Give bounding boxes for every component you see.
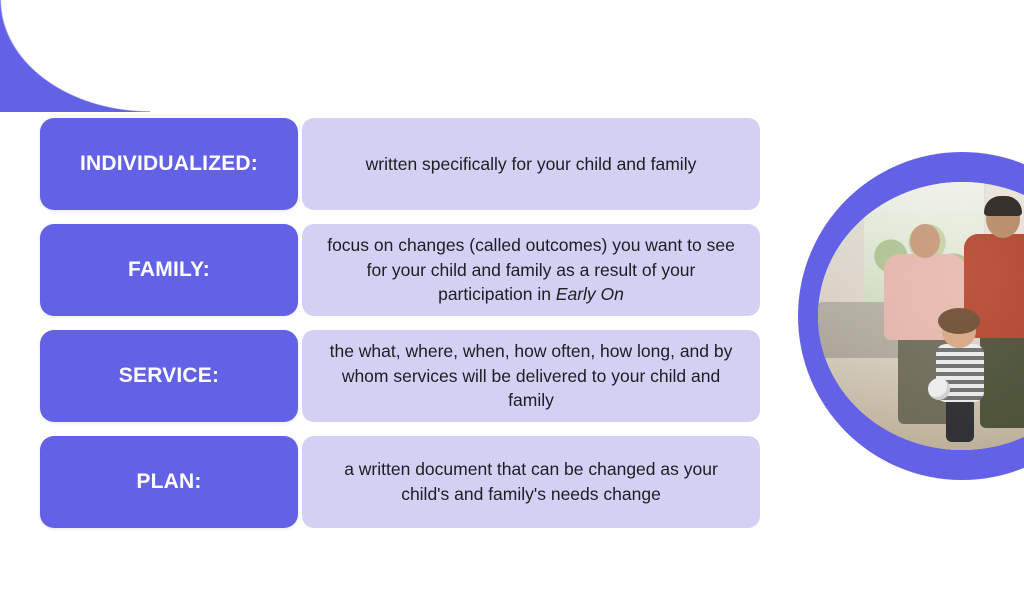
acronym-row: INDIVIDUALIZED: written specifically for…: [40, 118, 760, 210]
scene-overlay: [818, 182, 1024, 450]
description-text: written specifically for your child and …: [365, 153, 697, 174]
acronym-row: FAMILY: focus on changes (called outcome…: [40, 224, 760, 316]
description-box-service: the what, where, when, how often, how lo…: [302, 330, 760, 422]
term-box-family: FAMILY:: [40, 224, 298, 316]
term-box-individualized: INDIVIDUALIZED:: [40, 118, 298, 210]
scene-adult-a-head: [910, 224, 940, 258]
term-label: SERVICE:: [118, 364, 220, 388]
family-photo: [798, 152, 1024, 480]
corner-decoration: [0, 0, 150, 112]
photo-image: [818, 182, 1024, 450]
corner-wedge-shape: [0, 0, 150, 112]
description-box-plan: a written document that can be changed a…: [302, 436, 760, 528]
scene-adult-b-legs: [980, 332, 1024, 428]
photo-scene: [818, 182, 1024, 450]
scene-ball: [928, 378, 950, 400]
term-box-plan: PLAN:: [40, 436, 298, 528]
description-text: the what, where, when, how often, how lo…: [329, 340, 733, 411]
description-box-family: focus on changes (called outcomes) you w…: [302, 224, 760, 316]
acronym-row: PLAN: a written document that can be cha…: [40, 436, 760, 528]
acronym-row: SERVICE: the what, where, when, how ofte…: [40, 330, 760, 422]
term-label: INDIVIDUALIZED:: [80, 152, 258, 176]
description-text: focus on changes (called outcomes) you w…: [327, 234, 735, 305]
scene-adult-b-hair: [984, 196, 1022, 216]
scene-child-hair: [938, 308, 980, 334]
description-emphasis: Early On: [555, 284, 624, 305]
scene-child-legs: [946, 398, 974, 442]
term-label: PLAN:: [136, 470, 202, 494]
description-box-individualized: written specifically for your child and …: [302, 118, 760, 210]
term-box-service: SERVICE:: [40, 330, 298, 422]
acronym-row-list: INDIVIDUALIZED: written specifically for…: [40, 118, 760, 528]
term-label: FAMILY:: [128, 258, 210, 282]
description-text: a written document that can be changed a…: [344, 459, 718, 504]
